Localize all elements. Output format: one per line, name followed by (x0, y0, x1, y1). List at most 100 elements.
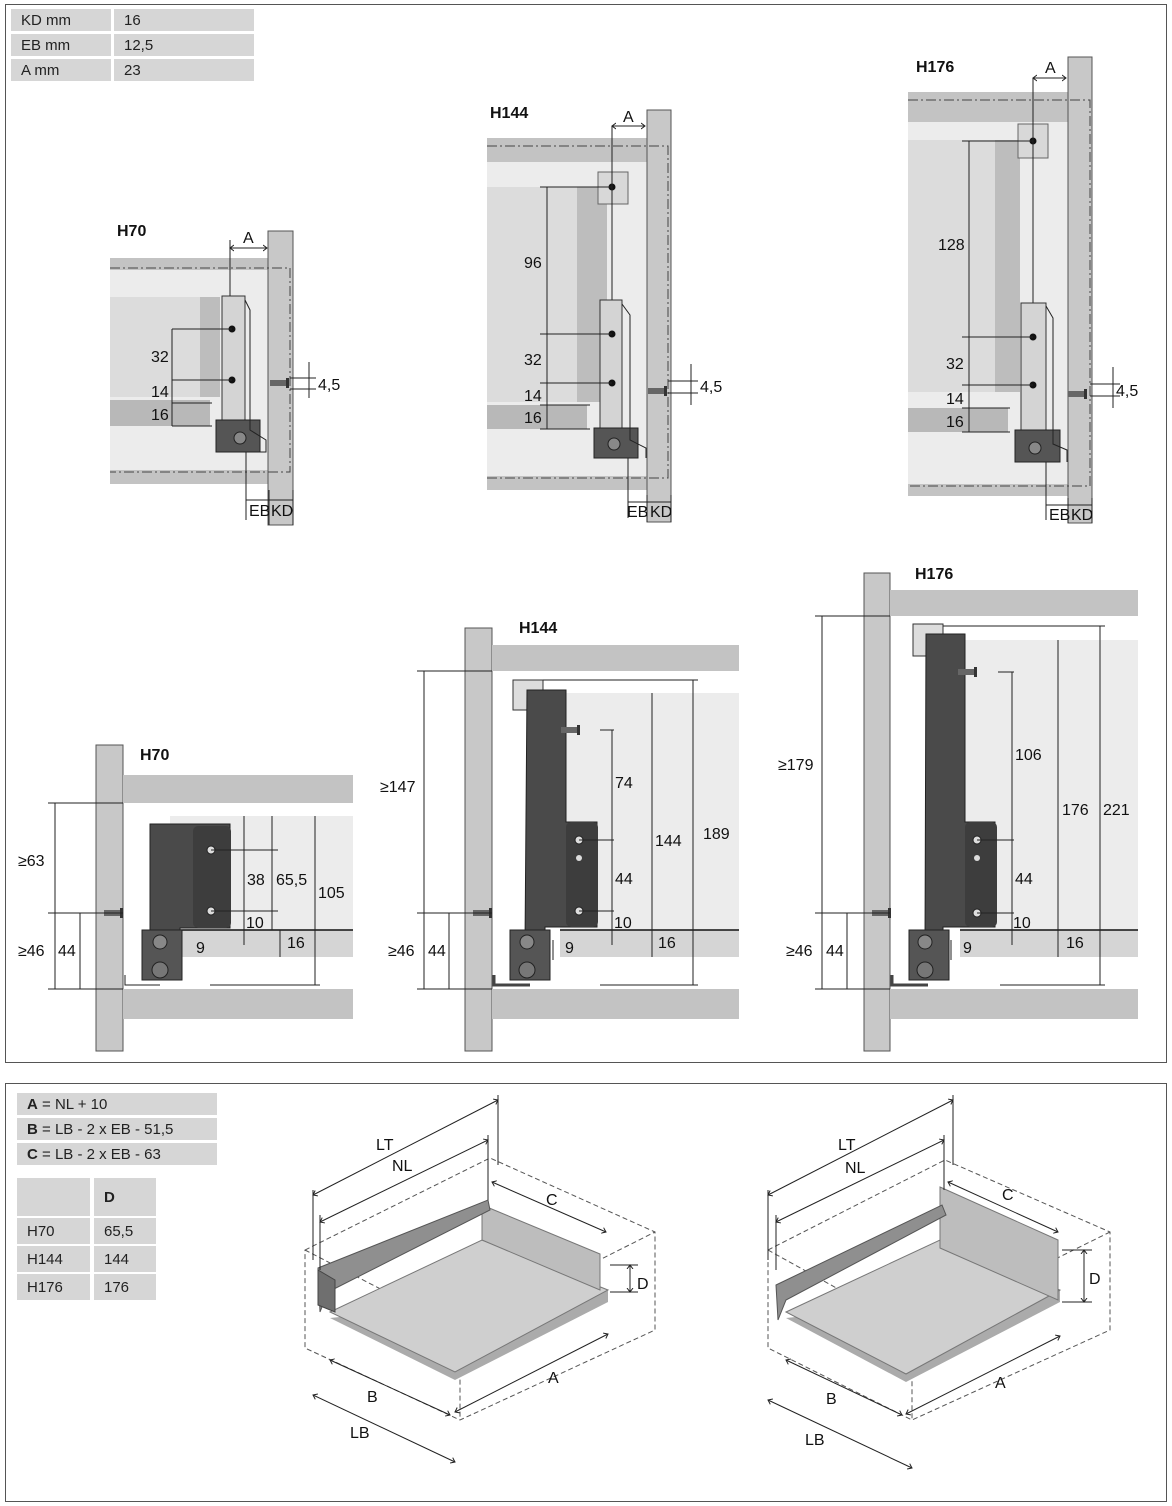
roller (233, 431, 247, 445)
label-a: A (548, 1370, 559, 1387)
dim-44: 44 (826, 943, 844, 960)
cabinet-side-wall (95, 744, 124, 1052)
dim-38: 38 (247, 872, 265, 889)
drawer-isometric-2: LT NL C D A B LB (767, 1095, 1111, 1468)
dim-44: 44 (615, 871, 633, 888)
cabinet-side-wall (464, 627, 493, 1052)
label-nl: NL (392, 1158, 413, 1175)
dim-9: 9 (963, 940, 972, 957)
front-title-h70: H70 (117, 223, 146, 240)
dim-value: 16 (111, 9, 254, 31)
dim-65-5: 65,5 (276, 872, 307, 889)
label-lt: LT (376, 1137, 394, 1154)
dim-9: 9 (196, 940, 205, 957)
dim-16: 16 (658, 935, 676, 952)
dim-144: 144 (655, 833, 682, 850)
label-d: D (1089, 1271, 1101, 1288)
dim-a: A (623, 109, 634, 126)
dim-a: A (1045, 60, 1056, 77)
dim-176: 176 (1062, 802, 1089, 819)
label-d: D (637, 1276, 649, 1293)
dim-16: 16 (287, 935, 305, 952)
formula-a: A = NL + 10 (17, 1093, 217, 1115)
dim-32: 32 (151, 349, 169, 366)
side-title-h176: H176 (915, 566, 953, 583)
label-lb: LB (350, 1425, 370, 1442)
dim-label: A mm (11, 59, 111, 81)
side-view-h176: H176 ≥179 ≥46 44 106 44 (778, 566, 1138, 1052)
cabinet-outline (110, 267, 291, 473)
dim-32: 32 (524, 352, 542, 369)
dim-105: 105 (318, 885, 345, 902)
label-lt: LT (838, 1137, 856, 1154)
dim-value: 23 (111, 59, 254, 81)
roller (519, 934, 535, 950)
label-a: A (995, 1375, 1006, 1392)
dim-14: 14 (524, 388, 542, 405)
drawer-bottom (110, 400, 210, 426)
dim-eb: EB (249, 503, 270, 520)
dim-4-5: 4,5 (1116, 383, 1138, 400)
dim-10: 10 (246, 915, 264, 932)
formula-c: C = LB - 2 x EB - 63 (17, 1143, 217, 1165)
dim-kd: KD (1071, 507, 1093, 524)
front-view-h176: H176 A 128 32 14 16 4,5 (908, 56, 1138, 524)
dim-16: 16 (1066, 935, 1084, 952)
dim-10: 10 (1013, 915, 1031, 932)
dim-min-46: ≥46 (388, 943, 415, 960)
dim-14: 14 (151, 384, 169, 401)
front-view-h70: H70 A 32 14 16 4,5 EB KD (110, 223, 340, 526)
label-c: C (546, 1192, 558, 1209)
dim-min-63: ≥63 (18, 853, 45, 870)
runner-profile (221, 295, 246, 421)
cabinet-side-wall (863, 572, 891, 1052)
cabinet-wall (646, 109, 672, 523)
dim-221: 221 (1103, 802, 1130, 819)
side-view-h144: H144 ≥147 ≥46 44 74 44 (380, 620, 739, 1052)
cabinet-wall (1067, 56, 1093, 524)
roller (518, 961, 536, 979)
formula-table: A = NL + 10 B = LB - 2 x EB - 51,5 C = L… (17, 1090, 217, 1168)
dim-44: 44 (58, 943, 76, 960)
roller (151, 961, 169, 979)
drawer-bottom (328, 1239, 610, 1373)
dim-106: 106 (1015, 747, 1042, 764)
runner-bracket (240, 299, 267, 453)
drawer-side-edge (200, 297, 220, 397)
dim-16: 16 (524, 410, 542, 427)
dim-16: 16 (946, 414, 964, 431)
drawer-bottom (784, 1239, 1062, 1375)
dim-kd: KD (271, 503, 293, 520)
dim-eb: EB (1049, 507, 1070, 524)
label-b: B (367, 1389, 378, 1406)
formula-b: B = LB - 2 x EB - 51,5 (17, 1118, 217, 1140)
dim-4-5: 4,5 (318, 377, 340, 394)
dim-32: 32 (946, 356, 964, 373)
dim-74: 74 (615, 775, 633, 792)
roller (152, 934, 168, 950)
dim-14: 14 (946, 391, 964, 408)
dim-min-147: ≥147 (380, 779, 416, 796)
table-row: B = LB - 2 x EB - 51,5 (17, 1118, 217, 1140)
front-bottom-rail (110, 470, 270, 484)
dim-kd: KD (650, 504, 672, 521)
dim-min-179: ≥179 (778, 757, 814, 774)
dim-label: EB mm (11, 34, 111, 56)
label-b: B (826, 1391, 837, 1408)
front-title-h144: H144 (490, 105, 528, 122)
label-nl: NL (845, 1160, 866, 1177)
label-lb: LB (805, 1432, 825, 1449)
dim-128: 128 (938, 237, 965, 254)
cabinet-outline (767, 1159, 1111, 1421)
side-title-h70: H70 (140, 747, 169, 764)
label-c: C (1002, 1187, 1014, 1204)
